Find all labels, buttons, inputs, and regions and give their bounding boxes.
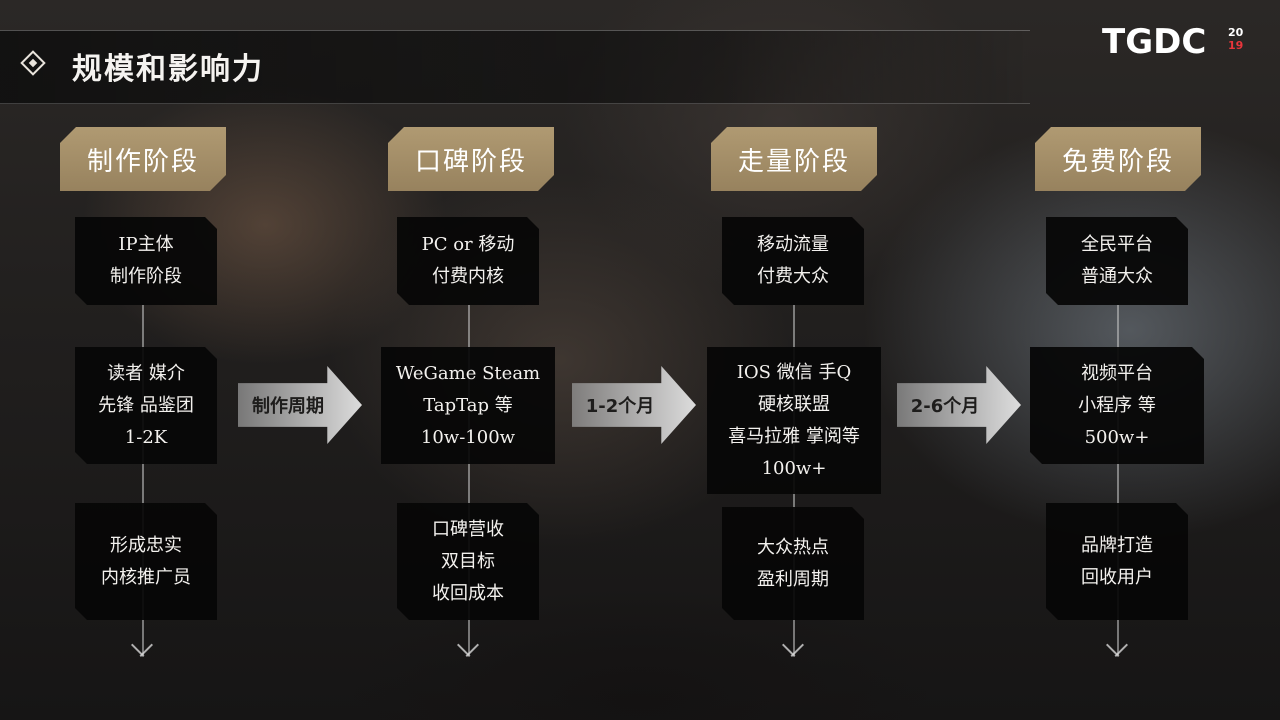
stage-box-top: 移动流量付费大众 xyxy=(722,217,864,305)
stage-box-bottom: 品牌打造回收用户 xyxy=(1046,503,1188,620)
arrow-down-icon xyxy=(782,645,804,659)
tgdc-logo: TGDC xyxy=(1102,22,1207,62)
arrow-down-icon xyxy=(457,645,479,659)
flow-arrow-label: 2-6个月 xyxy=(910,396,980,417)
arrow-down-icon xyxy=(131,645,153,659)
connector-line xyxy=(468,305,470,655)
stage-box-bottom: 口碑营收双目标收回成本 xyxy=(397,503,539,620)
page-title: 规模和影响力 xyxy=(72,52,264,87)
stage-header-production: 制作阶段 xyxy=(60,127,226,191)
flow-arrow-label: 制作周期 xyxy=(252,396,324,417)
logo-year-top: 20 xyxy=(1228,26,1244,39)
flow-arrow-label: 1-2个月 xyxy=(585,396,655,417)
logo-year-bottom: 19 xyxy=(1228,39,1244,52)
header-bar xyxy=(0,30,1030,104)
arrow-down-icon xyxy=(1106,645,1128,659)
stage-header-volume: 走量阶段 xyxy=(711,127,877,191)
stage-header-free: 免费阶段 xyxy=(1035,127,1201,191)
connector-line xyxy=(142,305,144,655)
stage-box-top: 全民平台普通大众 xyxy=(1046,217,1188,305)
stage-box-bottom: 大众热点盈利周期 xyxy=(722,507,864,620)
stage-header-reputation: 口碑阶段 xyxy=(388,127,554,191)
logo-year: 20 19 xyxy=(1228,26,1254,52)
stage-box-bottom: 形成忠实内核推广员 xyxy=(75,503,217,620)
stage-box-top: PC or 移动付费内核 xyxy=(397,217,539,305)
connector-line xyxy=(1117,305,1119,655)
stage-box-top: IP主体制作阶段 xyxy=(75,217,217,305)
